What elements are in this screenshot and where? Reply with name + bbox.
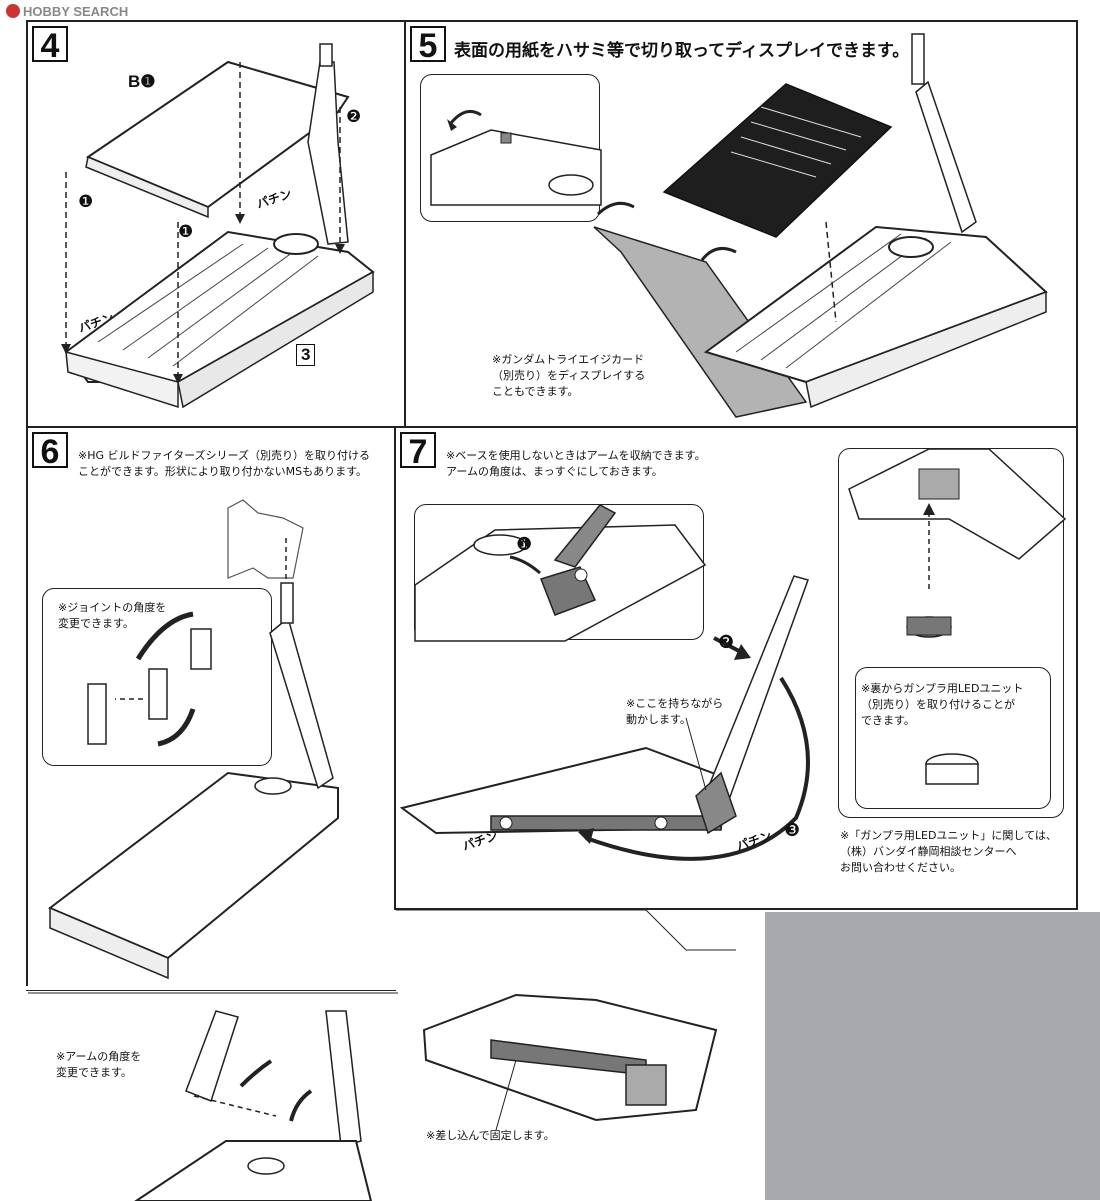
insert-fix-note: ※差し込んで固定します。	[426, 1129, 555, 1142]
led-unit-note-box	[855, 667, 1051, 809]
step-7-panel: 7 ※ベースを使用しないときはアームを収納できます。 アームの角度は、まっすぐに…	[394, 426, 1078, 910]
step-7-circle-2: ❷	[718, 632, 735, 653]
insert-fix-callout: ※差し込んで固定します。	[396, 909, 766, 1200]
insert-fix-illustration	[396, 909, 736, 1131]
step-6-illustration	[28, 499, 398, 994]
joint-illustration	[87, 611, 212, 747]
hobby-search-logo-icon	[6, 4, 20, 18]
step-5-illustration	[593, 33, 1048, 418]
arm-detail-illustration	[414, 504, 707, 642]
cut-corner-illustration	[430, 109, 602, 206]
led-unit-note: ※裏からガンプラ用LEDユニット （別売り）を取り付けることが できます。	[861, 682, 1024, 727]
step-6-joint-inset	[42, 588, 272, 766]
step-4-panel: 4 B❶ 3 パチン パチン	[26, 20, 406, 428]
step-7-arm-inset	[414, 504, 707, 642]
step-4-circle-1b: ❶	[178, 222, 194, 242]
led-bottom-illustration	[848, 448, 1067, 638]
hobby-search-watermark: HOBBY SEARCH	[6, 4, 128, 19]
blank-gray-area	[765, 912, 1100, 1200]
step-5-card-note: ※ガンダムトライエイジカード （別売り）をディスプレイする こともできます。	[492, 353, 646, 398]
arm-angle-note: ※アームの角度を 変更できます。	[56, 1050, 142, 1079]
step-6-arm-subpanel: ※アームの角度を 変更できます。	[26, 990, 396, 1201]
part-label-b1: B❶	[128, 72, 156, 91]
led-contact-note: ※「ガンプラ用LEDユニット」に関しては、 （株）バンダイ静岡相談センターへ お…	[840, 829, 1057, 874]
led-unit-inset: ※裏からガンプラ用LEDユニット （別売り）を取り付けることが できます。	[838, 448, 1067, 818]
step-7-illustration	[399, 575, 810, 861]
watermark-text: HOBBY SEARCH	[23, 4, 129, 19]
step-4-circle-2: ❷	[346, 107, 362, 127]
step-6-number: 6	[32, 432, 68, 470]
step-4-number: 4	[32, 26, 68, 64]
step-7-circle-3: ❸	[784, 820, 801, 841]
step-7-top-note: ※ベースを使用しないときはアームを収納できます。 アームの角度は、まっすぐにして…	[446, 449, 706, 478]
led-unit-icon	[925, 753, 979, 785]
step-5-number: 5	[410, 26, 446, 64]
step-5-title: 表面の用紙をハサミ等で切り取ってディスプレイできます。	[454, 41, 910, 61]
step-7-number: 7	[400, 432, 436, 470]
step-4-illustration	[61, 43, 375, 409]
step-6-panel: 6 ※HG ビルドファイターズシリーズ（別売り）を取り付ける ことができます。形…	[26, 426, 398, 994]
step-5-inset	[420, 74, 602, 222]
part-label-3: 3	[296, 344, 316, 366]
step-7-circle-1: ❶	[516, 534, 533, 555]
joint-angle-note: ※ジョイントの角度を 変更できます。	[58, 601, 167, 630]
arm-angle-illustration	[134, 1010, 373, 1201]
hold-here-note: ※ここを持ちながら 動かします。	[626, 697, 724, 726]
step-5-panel: 5 表面の用紙をハサミ等で切り取ってディスプレイできます。	[404, 20, 1078, 428]
step-4-circle-1a: ❶	[78, 192, 94, 212]
step-6-top-note: ※HG ビルドファイターズシリーズ（別売り）を取り付ける ことができます。形状に…	[78, 449, 370, 478]
